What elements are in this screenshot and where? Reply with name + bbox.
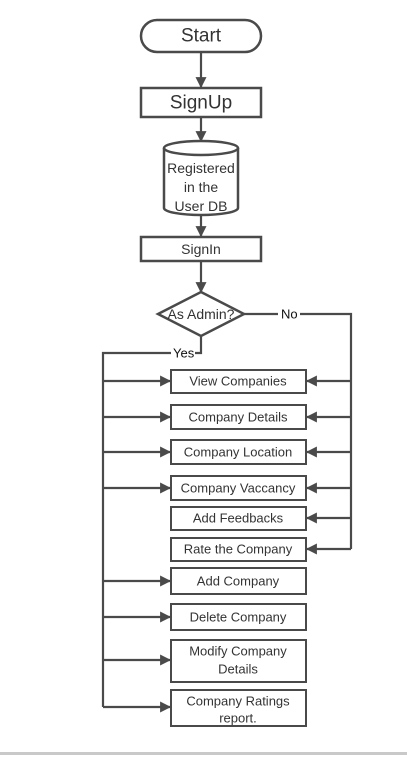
node-signup-label: SignUp — [170, 93, 232, 114]
node-company-vaccancy-label: Company Vaccancy — [181, 481, 296, 496]
node-ratings-report-line1: Company Ratings — [186, 694, 290, 709]
node-ratings-report: Company Ratings report. — [170, 689, 307, 727]
node-decision-label: As Admin? — [168, 306, 235, 322]
node-company-details-label: Company Details — [189, 410, 288, 425]
node-start-label: Start — [181, 26, 222, 47]
node-rate-company: Rate the Company — [170, 537, 307, 562]
node-user-db-line2: in the — [184, 179, 218, 195]
node-modify-company-line2: Details — [218, 662, 258, 677]
node-user-db: Registered in the User DB — [162, 139, 240, 217]
node-add-company-label: Add Company — [197, 574, 280, 589]
node-rate-company-label: Rate the Company — [184, 542, 293, 557]
node-view-companies: View Companies — [170, 369, 307, 394]
node-signup: SignUp — [139, 86, 263, 119]
node-user-db-line3: User DB — [175, 198, 228, 214]
bottom-divider — [0, 752, 407, 755]
node-add-feedbacks: Add Feedbacks — [170, 506, 307, 531]
node-add-feedbacks-label: Add Feedbacks — [193, 511, 284, 526]
node-decision: As Admin? — [155, 290, 247, 338]
node-add-company: Add Company — [170, 567, 307, 595]
node-delete-company-label: Delete Company — [190, 610, 287, 625]
node-ratings-report-line2: report. — [219, 711, 257, 726]
node-user-db-line1: Registered — [167, 160, 235, 176]
edge-label-yes: Yes — [173, 346, 195, 361]
edge-decision-yes — [101, 336, 203, 707]
node-delete-company: Delete Company — [170, 603, 307, 631]
node-company-location-label: Company Location — [184, 445, 292, 460]
node-modify-company-line1: Modify Company — [189, 644, 287, 659]
node-company-details: Company Details — [170, 404, 307, 430]
no-label-bg — [278, 306, 300, 322]
node-view-companies-label: View Companies — [189, 374, 287, 389]
edge-label-no: No — [281, 307, 298, 322]
node-start: Start — [139, 18, 263, 54]
node-signin: SignIn — [139, 235, 263, 263]
yes-label-bg — [171, 345, 195, 361]
node-signin-label: SignIn — [181, 241, 221, 257]
node-modify-company: Modify Company Details — [170, 639, 307, 683]
node-company-location: Company Location — [170, 439, 307, 465]
node-company-vaccancy: Company Vaccancy — [170, 475, 307, 501]
